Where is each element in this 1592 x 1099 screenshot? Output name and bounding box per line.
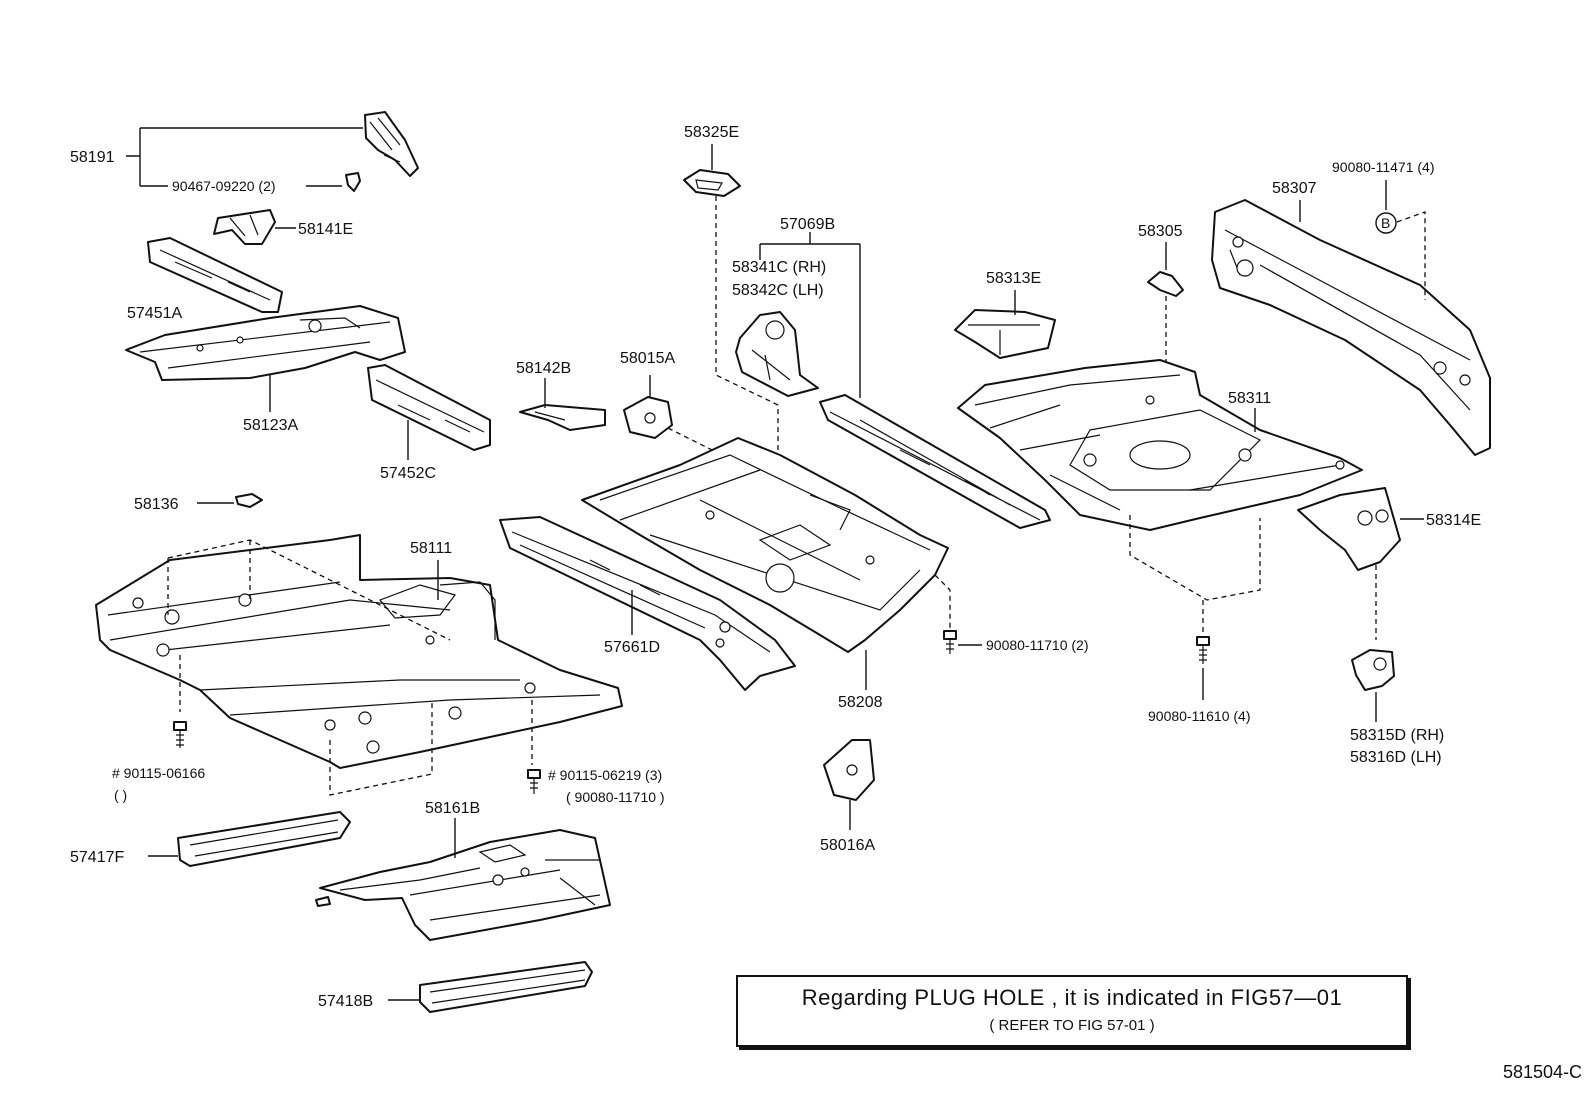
label-58015A: 58015A bbox=[620, 350, 675, 367]
part-58307-rear-panel bbox=[1211, 199, 1491, 456]
bolt-90115-06219 bbox=[527, 769, 541, 794]
part-58123A bbox=[125, 305, 406, 381]
label-58191: 58191 bbox=[70, 149, 115, 166]
part-57069B-rail bbox=[819, 394, 1051, 529]
part-58325E bbox=[683, 169, 741, 197]
label-58307: 58307 bbox=[1272, 180, 1317, 197]
part-58314E bbox=[1297, 487, 1401, 571]
part-58311-rear-floor bbox=[957, 359, 1363, 531]
part-58161B bbox=[315, 829, 611, 941]
label-58311: 58311 bbox=[1228, 390, 1271, 407]
label-90467-09220: 90467-09220 (2) bbox=[172, 178, 276, 194]
part-58141E bbox=[213, 209, 276, 245]
label-58314E: 58314E bbox=[1426, 512, 1481, 529]
callout-b-circle bbox=[1375, 212, 1397, 234]
label-90080-11471: 90080-11471 (4) bbox=[1332, 159, 1434, 175]
label-90080-11710-alt: ( 90080-11710 ) bbox=[566, 789, 665, 805]
label-58111: 58111 bbox=[410, 540, 452, 557]
label-58123A: 58123A bbox=[243, 417, 298, 434]
plug-hole-note-text: Regarding PLUG HOLE , it is indicated in… bbox=[801, 985, 1343, 1010]
label-58208: 58208 bbox=[838, 694, 883, 711]
leader-58191 bbox=[126, 127, 363, 187]
bolt-90080-11610 bbox=[1196, 636, 1210, 664]
part-58016A bbox=[823, 739, 875, 801]
label-58313E: 58313E bbox=[986, 270, 1041, 287]
part-58315D-58316D bbox=[1351, 649, 1395, 691]
part-57418B bbox=[419, 961, 593, 1013]
label-58141E: 58141E bbox=[298, 221, 353, 238]
label-57452C: 57452C bbox=[380, 465, 436, 482]
label-b: B bbox=[1381, 215, 1390, 231]
bolt-90080-11710 bbox=[943, 630, 957, 654]
part-58142B bbox=[519, 404, 606, 431]
label-58325E: 58325E bbox=[684, 124, 739, 141]
label-57451A: 57451A bbox=[127, 305, 182, 322]
part-58015A bbox=[623, 396, 673, 439]
label-90115-06166: # 90115-06166 bbox=[112, 765, 205, 781]
label-90115-06166-alt: ( ) bbox=[114, 787, 127, 803]
label-58142B: 58142B bbox=[516, 360, 571, 377]
part-58136 bbox=[235, 493, 263, 508]
label-58315D: 58315D (RH) bbox=[1350, 727, 1444, 744]
label-58342C: 58342C (LH) bbox=[732, 282, 824, 299]
label-57417F: 57417F bbox=[70, 849, 124, 866]
part-90467-bolt bbox=[345, 172, 361, 192]
label-58305: 58305 bbox=[1138, 223, 1183, 240]
label-58161B: 58161B bbox=[425, 800, 480, 817]
plug-hole-note: Regarding PLUG HOLE , it is indicated in… bbox=[736, 975, 1408, 1047]
label-90080-11610: 90080-11610 (4) bbox=[1148, 708, 1250, 724]
part-58341C-58342C bbox=[735, 311, 819, 397]
part-57451A bbox=[147, 237, 283, 313]
label-58316D: 58316D (LH) bbox=[1350, 749, 1442, 766]
label-90115-06219: # 90115-06219 (3) bbox=[548, 767, 662, 783]
label-58016A: 58016A bbox=[820, 837, 875, 854]
part-58208-center-floor bbox=[581, 437, 949, 653]
bolt-90115-06166 bbox=[173, 721, 187, 748]
label-90080-11710: 90080-11710 (2) bbox=[986, 637, 1088, 653]
part-58305 bbox=[1147, 271, 1184, 297]
label-57069B: 57069B bbox=[780, 216, 835, 233]
part-58313E bbox=[954, 309, 1056, 359]
figure-code: 581504-C bbox=[1502, 1062, 1582, 1082]
part-57452C bbox=[367, 364, 491, 451]
part-57417F bbox=[177, 811, 351, 867]
label-58341C: 58341C (RH) bbox=[732, 259, 826, 276]
label-58136: 58136 bbox=[134, 496, 179, 513]
part-57661D bbox=[499, 516, 796, 691]
plug-hole-note-ref: ( REFER TO FIG 57-01 ) bbox=[989, 1017, 1155, 1034]
part-58191-bracket bbox=[364, 111, 419, 177]
part-58111-front-floor bbox=[95, 534, 623, 769]
label-57418B: 57418B bbox=[318, 993, 373, 1010]
label-57661D: 57661D bbox=[604, 639, 660, 656]
